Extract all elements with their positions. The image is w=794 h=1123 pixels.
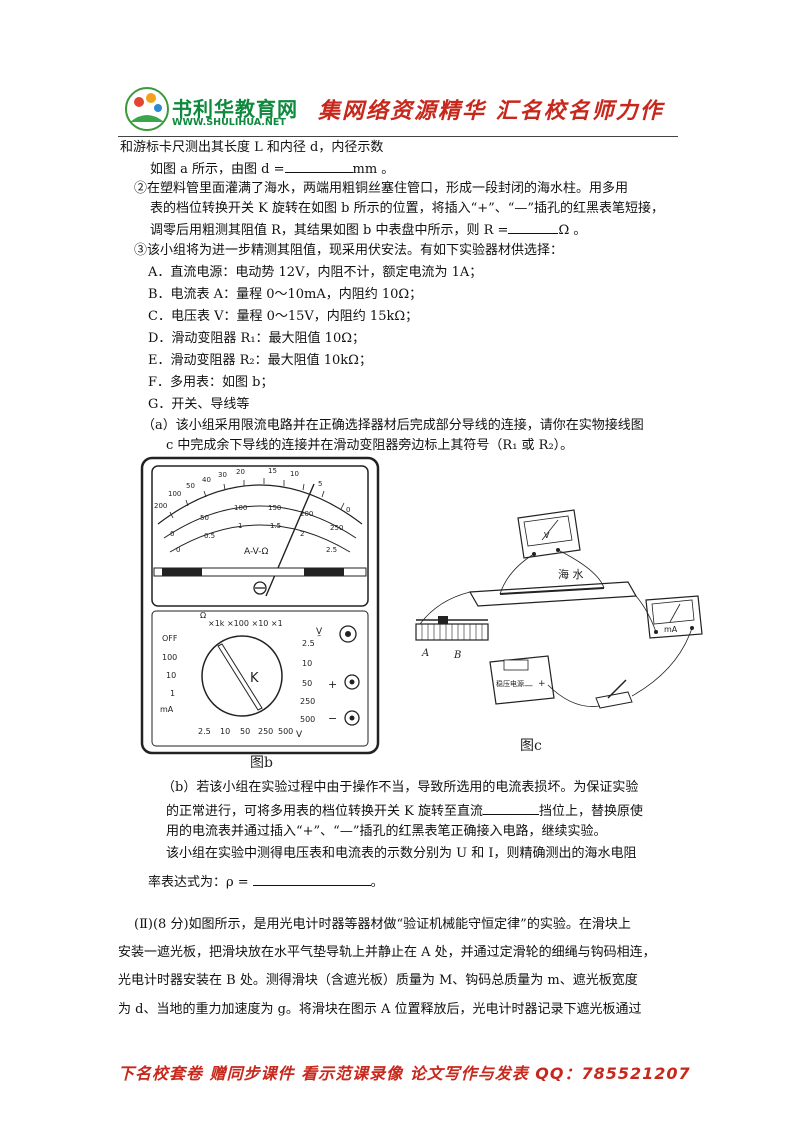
dial-tick-label: 0 [176,546,180,554]
switch-left-label: mA [160,705,174,714]
dial-tick-label: 40 [202,476,211,484]
svg-text:—: — [524,681,533,691]
text-line: 为 d、当地的重力加速度为 g。将滑块在图示 A 位置释放后，光电计时器记录下遮… [118,1002,642,1017]
dial-tick-label: 1 [238,522,242,530]
switch-volt-unit: V [296,730,303,740]
switch-volt-label: V̰ [316,627,323,637]
dial-needle [265,483,315,597]
seawater-tube [469,581,637,607]
text-line: ③该小组将为进一步精测其阻值，现采用伏安法。有如下实验器材供选择： [134,243,564,258]
header-slogan: 集网络资源精华 汇名校名师力作 [318,99,664,124]
switch-ohm-label: Ω [200,611,206,620]
dial-tick-label: 1.5 [270,522,281,530]
dial-tick-label: 250 [330,524,343,532]
figure-c-circuit: V 海 水 mA A B 稳压电源 — + [415,509,703,754]
dial-tick-label: 100 [168,490,181,498]
switch-bottom-label: 500 [278,727,293,736]
figure-c-caption: 图c [520,738,542,754]
brand-url: WWW.SHULIHUA.NET [172,117,286,128]
switch-right-label: 2.5 [302,639,315,648]
svg-text:B: B [453,650,461,661]
option-g: G．开关、导线等 [148,397,250,412]
option-b: B．电流表 A：量程 0～10mA，内阻约 10Ω； [148,287,423,302]
dial-tick-label: 10 [290,470,299,478]
dial-tick-label: 200 [154,502,167,510]
switch-right-label: 50 [302,679,312,688]
text-line: 安装一遮光板，把滑块放在水平气垫导轨上并静止在 A 处，并通过定滑轮的细绳与钩码… [118,945,656,960]
dial-ticks [169,478,345,519]
dial-unit-label: A-V-Ω [244,547,269,557]
terminal-minus-label: − [328,712,337,725]
text-line: 的正常进行，可将多用表的档位转换开关 K 旋转至直流挡位上，替换原使 [166,800,643,822]
circuit-switch [595,679,633,709]
text-line: （a）该小组采用限流电路并在正确选择器材后完成部分导线的连接，请你在实物接线图 [142,418,644,433]
switch-left-label: 10 [166,671,176,680]
text-line: 用的电流表并通过插入“+”、“—”插孔的红黑表笔正确接入电路，继续实验。 [166,824,607,839]
option-f: F．多用表：如图 b； [148,375,274,390]
footer-ad: 下名校套卷 赠同步课件 看示范课录像 论文写作与发表 QQ：785521207 [118,1064,691,1083]
figure-b-caption: 图b [250,755,273,771]
switch-bottom-label: 10 [220,727,230,736]
brand-title: 书利华教育网 [172,97,298,121]
text-line: ②在塑料管里面灌满了海水，两端用粗铜丝塞住管口，形成一段封闭的海水柱。用多用 [134,181,629,196]
dial-tick-label: 15 [268,467,277,475]
text-line: 和游标卡尺测出其长度 L 和内径 d，内径示数 [120,140,384,155]
dial-tick-label: 50 [186,482,195,490]
svg-text:V: V [544,531,550,540]
switch-bottom-label: 250 [258,727,273,736]
text-line: 表的档位转换开关 K 旋转在如图 b 所示的位置，将插入“+”、“—”插孔的红黑… [150,201,665,216]
dial-tick-label: 0.5 [204,532,215,540]
text-line: 调零后用粗测其阻值 R，其结果如图 b 中表盘中所示，则 R =Ω 。 [150,219,586,241]
option-e: E．滑动变阻器 R₂：最大阻值 10kΩ； [148,353,372,368]
rheostat: A B [415,616,489,661]
milliammeter: mA [645,595,703,639]
switch-right-label: 500 [300,715,315,724]
switch-ohm-ranges: ×1k ×100 ×10 ×1 [208,619,283,628]
dial-tick-label: 150 [268,504,281,512]
voltmeter: V [517,509,581,559]
switch-bottom-label: 2.5 [198,727,211,736]
dial-tick-label: 50 [200,514,209,522]
svg-text:A: A [421,648,429,659]
dial-tick-label: 0 [170,530,174,538]
switch-left-label: OFF [162,634,178,643]
switch-right-label: 10 [302,659,312,668]
dial-tick-label: 30 [218,471,227,479]
text-line: 光电计时器安装在 B 处。测得滑块（含遮光板）质量为 M、钩码总质量为 m、遮光… [118,973,638,988]
power-supply: 稳压电源 — + [489,655,555,705]
option-d: D．滑动变阻器 R₁：最大阻值 10Ω； [148,331,366,346]
text-line: 如图 a 所示，由图 d =mm 。 [150,158,394,180]
terminal-plus-label: + [328,678,337,691]
switch-knob-label: K [250,671,259,686]
dial-tick-label: 2 [300,530,304,538]
figure-b-multimeter: 200 100 50 40 30 20 15 10 5 0 0 50 100 1… [140,456,380,771]
switch-bottom-label: 50 [240,727,250,736]
svg-text:稳压电源: 稳压电源 [496,679,524,688]
text-line: （b）若该小组在实验过程中由于操作不当，导致所选用的电流表损坏。为保证实验 [162,780,639,795]
text-line: 率表达式为：ρ =。 [148,871,384,893]
dial-tick-label: 5 [318,480,322,488]
dial-tick-label: 20 [236,468,245,476]
wires [419,549,693,707]
switch-left-label: 100 [162,653,177,662]
svg-text:mA: mA [664,625,678,634]
header-rule [118,136,678,137]
dial-tick-label: 200 [300,510,313,518]
option-a: A．直流电源：电动势 12V，内阻不计，额定电流为 1A； [148,265,483,280]
text-line: (Ⅱ)(8 分)如图所示，是用光电计时器等器材做“验证机械能守恒定律”的实验。在… [134,917,631,932]
dial-tick-label: 2.5 [326,546,337,554]
option-c: C．电压表 V：量程 0～15V，内阻约 15kΩ； [148,309,419,324]
switch-right-label: 250 [300,697,315,706]
seawater-label: 海 水 [558,567,584,581]
dial-tick-label: 0 [346,506,350,514]
svg-text:+: + [538,679,546,689]
text-line: 该小组在实验中测得电压表和电流表的示数分别为 U 和 I，则精确测出的海水电阻 [166,846,637,861]
text-line: c 中完成余下导线的连接并在滑动变阻器旁边标上其符号（R₁ 或 R₂）。 [166,438,574,453]
dial-tick-label: 100 [234,504,247,512]
switch-left-label: 1 [170,689,175,698]
logo-icon [125,87,169,131]
